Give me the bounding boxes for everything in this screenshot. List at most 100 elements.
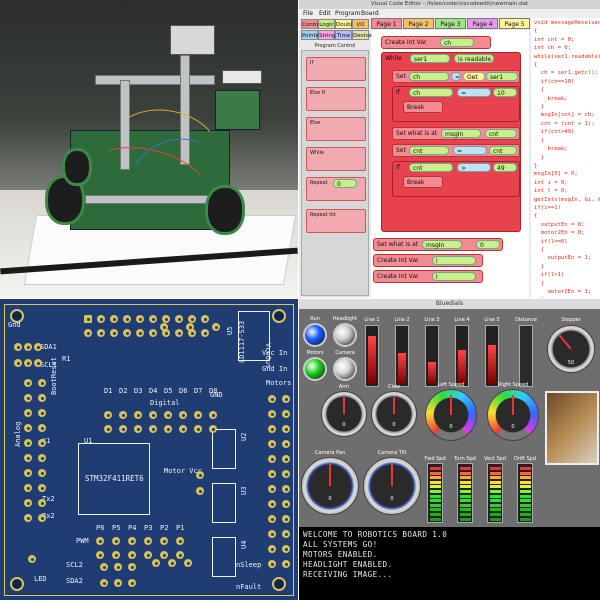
if-op[interactable]: >	[457, 163, 491, 172]
code-line: {	[534, 87, 545, 94]
gauge-dial[interactable]: 0	[301, 457, 359, 515]
repeat-count[interactable]: 0	[333, 179, 357, 188]
tab-page-2[interactable]: Page 2	[403, 18, 434, 29]
while-cond[interactable]: is readable	[454, 54, 494, 63]
pwm-pin-label: P6	[96, 524, 105, 532]
digital-pin-label: D4	[149, 387, 158, 395]
if-value[interactable]: 49	[493, 163, 517, 172]
palette-else-if[interactable]: Else If	[306, 87, 366, 111]
setwhat-value[interactable]: 0	[476, 240, 500, 249]
category-double-button[interactable]: Double	[335, 19, 356, 29]
setwhat-value[interactable]: cnt	[485, 129, 517, 138]
camera-board	[170, 25, 215, 55]
var-field[interactable]: l	[432, 272, 476, 281]
block-create-int-l[interactable]: Create Int Var l	[373, 270, 483, 283]
pad	[282, 455, 290, 463]
gauge-dial[interactable]: 0	[425, 389, 477, 441]
label-vcc-in: Vcc In	[262, 349, 288, 357]
gauge-dial[interactable]: 0	[363, 457, 421, 515]
code-line: if(l==0)	[534, 238, 568, 245]
var-field[interactable]: ch	[440, 38, 474, 47]
menu-board[interactable]: Board	[361, 10, 379, 17]
set-fn[interactable]: Get	[463, 72, 485, 81]
set-value[interactable]: cnt	[489, 146, 517, 155]
block-break[interactable]: Break	[403, 176, 443, 188]
menu-edit[interactable]: Edit	[319, 10, 331, 17]
pad	[34, 359, 42, 367]
code-line: int i = 0;	[534, 179, 568, 186]
block-break[interactable]: Break	[403, 101, 443, 113]
tab-page-1[interactable]: Page 1	[371, 18, 402, 29]
category-time-button[interactable]: Time	[335, 30, 352, 40]
block-create-int-i[interactable]: Create Int Var i	[373, 254, 483, 267]
setwhat-var[interactable]: msgIn	[441, 129, 481, 138]
block-set-ch[interactable]: Set ch = Get ser1	[392, 70, 520, 83]
gripper	[215, 90, 260, 130]
label-bootreset: BootReset	[50, 357, 58, 395]
label-u3: U3	[240, 486, 248, 495]
category-pointer-button[interactable]: Pointer	[301, 30, 321, 40]
meter-segment	[430, 490, 441, 493]
set-op[interactable]: =	[453, 146, 487, 155]
pad	[152, 559, 160, 567]
visual-code-editor-window: Visual Code Editor - /fs/ee/code/viscode…	[299, 0, 600, 298]
category-control-button[interactable]: Control	[301, 19, 322, 29]
line-sensor-fill	[458, 350, 466, 384]
line-label: Line 2	[394, 317, 410, 323]
gauge-needle	[329, 463, 331, 486]
block-set-what-is-at[interactable]: Set what is at msgIn cnt	[392, 127, 520, 140]
code-line: msgIn[0] = 0;	[534, 171, 578, 178]
meter-segment	[430, 503, 441, 507]
block-while[interactable]: While ser1 is readable Set ch = Get ser1…	[381, 52, 521, 232]
set-var[interactable]: ch	[409, 72, 449, 81]
block-if-ch[interactable]: If ch = 10 Break	[392, 86, 520, 122]
palette-repeat-int[interactable]: Repeat Int	[306, 209, 366, 233]
category-strings-button[interactable]: Strings	[318, 30, 338, 40]
category-logic-button[interactable]: Logic	[318, 19, 335, 29]
pad	[38, 379, 46, 387]
palette-if[interactable]: If	[306, 57, 366, 81]
gauge-dial[interactable]: 0	[321, 391, 367, 437]
gauge-dial[interactable]: 0	[371, 391, 417, 437]
setwhat-var[interactable]: msgIn	[422, 240, 462, 249]
if-var[interactable]: ch	[409, 88, 453, 97]
menu-program[interactable]: Program	[335, 10, 361, 17]
while-var[interactable]: ser1	[410, 54, 450, 63]
stepper-dial[interactable]: 50	[547, 325, 595, 373]
gauge-dial[interactable]: 0	[487, 389, 539, 441]
palette-repeat[interactable]: Repeat 0	[306, 177, 366, 201]
category-io-button[interactable]: I/O	[352, 19, 369, 29]
pad	[134, 411, 142, 419]
robot-wheel	[205, 185, 245, 235]
tab-page-5[interactable]: Page 5	[499, 18, 530, 29]
tab-page-4[interactable]: Page 4	[467, 18, 498, 29]
pad	[97, 329, 105, 337]
line-sensor-bar	[485, 325, 499, 387]
code-line: int l = 0;	[534, 188, 568, 195]
set-var[interactable]: cnt	[409, 146, 449, 155]
var-field[interactable]: i	[432, 256, 476, 265]
category-device-button[interactable]: Device	[352, 30, 372, 40]
pad	[188, 329, 196, 337]
generated-code-pane[interactable]: void messageReceived(){int cnt = 0;int c…	[531, 18, 600, 298]
if-op[interactable]: =	[457, 88, 491, 97]
palette-else[interactable]: Else	[306, 117, 366, 141]
block-if-cnt[interactable]: If cnt > 49 Break	[392, 161, 520, 197]
set-arg[interactable]: ser1	[486, 72, 518, 81]
tab-page-3[interactable]: Page 3	[435, 18, 466, 29]
if-value[interactable]: 10	[493, 88, 517, 97]
block-set-cnt[interactable]: Set cnt = cnt	[392, 144, 520, 157]
meter-segment	[490, 517, 501, 521]
speed-meter	[517, 463, 533, 523]
status-led	[333, 323, 357, 347]
palette-while[interactable]: While	[306, 147, 366, 171]
gauge-needle	[450, 395, 452, 415]
menu-file[interactable]: File	[303, 10, 314, 17]
pad	[268, 530, 276, 538]
pad	[24, 454, 32, 462]
if-var[interactable]: cnt	[409, 163, 453, 172]
set-op[interactable]: =	[451, 72, 461, 81]
block-set-what-is-at[interactable]: Set what is at msgIn 0	[373, 238, 503, 251]
block-create-int-ch[interactable]: Create Int Var ch	[381, 36, 491, 49]
pad	[268, 545, 276, 553]
